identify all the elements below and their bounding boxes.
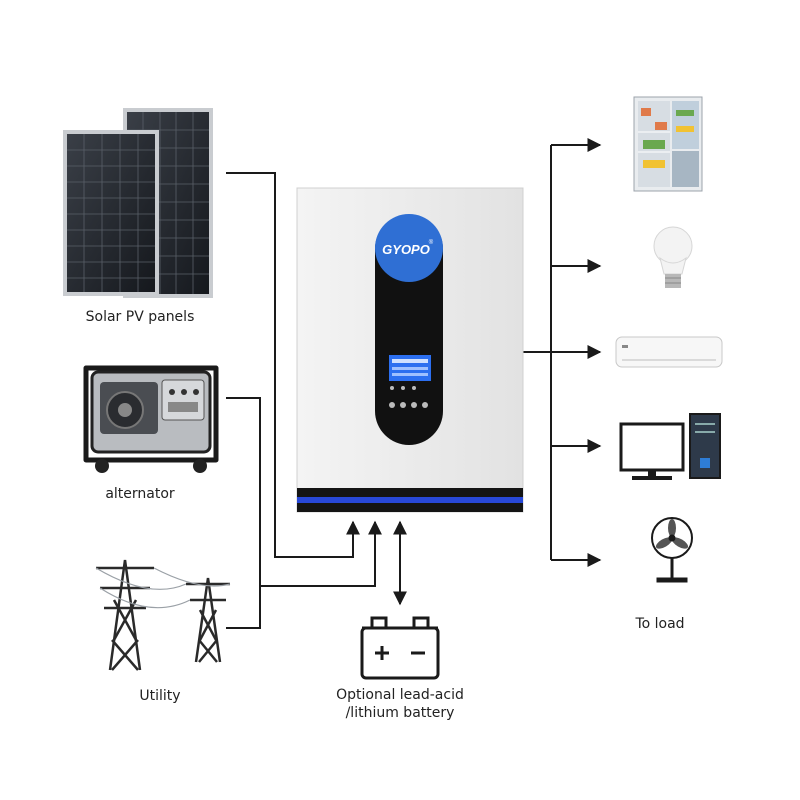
inverter-brand-mark: ® <box>429 239 434 246</box>
load-label: To load <box>600 616 720 632</box>
power-tower-icon <box>96 560 230 670</box>
generator-icon <box>86 368 216 473</box>
battery-icon <box>362 618 438 678</box>
light-bulb-icon <box>654 227 692 288</box>
solar-panel-icon <box>63 108 213 298</box>
inverter-icon: GYOPO ® <box>297 188 523 512</box>
inverter-brand: GYOPO <box>382 242 430 257</box>
air-conditioner-icon <box>616 337 722 367</box>
refrigerator-icon <box>634 97 702 191</box>
solar-label: Solar PV panels <box>60 309 220 325</box>
battery-label: Optional lead-acid /lithium battery <box>300 686 500 722</box>
battery-label-line2: /lithium battery <box>300 704 500 722</box>
fan-icon <box>652 518 692 582</box>
utility-connection-line <box>226 586 260 628</box>
utility-label: Utility <box>80 688 240 704</box>
computer-icon <box>621 414 720 480</box>
battery-label-line1: Optional lead-acid <box>300 686 500 704</box>
generator-label: alternator <box>60 486 220 502</box>
